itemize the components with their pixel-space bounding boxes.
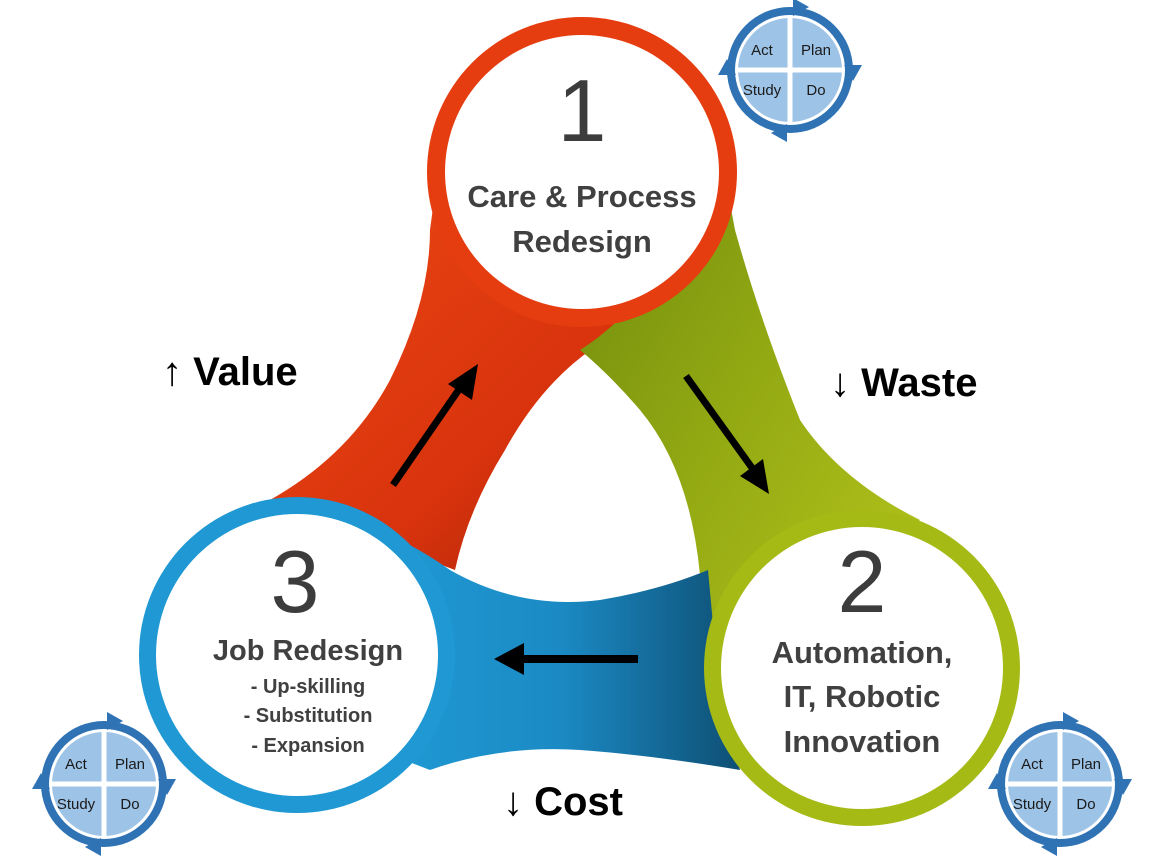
node-2-title-line-2: IT, Robotic bbox=[784, 679, 941, 714]
flow-arrow-cost bbox=[494, 643, 638, 675]
node-circle-3 bbox=[139, 497, 455, 813]
waste-label: ↓ Waste bbox=[830, 361, 977, 405]
node-2-title-line-3: Innovation bbox=[784, 724, 941, 759]
pdsa-label-study: Study bbox=[57, 796, 96, 813]
node-2-title-line-1: Automation, bbox=[772, 635, 953, 670]
node-2-number: 2 bbox=[838, 532, 887, 631]
cycle-arrow-icon bbox=[771, 124, 787, 142]
cycle-arrow-icon bbox=[158, 779, 176, 795]
cycle-arrow-icon bbox=[793, 0, 809, 16]
pdsa-label-plan: Plan bbox=[1071, 756, 1101, 773]
pdsa-label-do: Do bbox=[1076, 796, 1095, 813]
node-3-title: Job Redesign bbox=[213, 635, 403, 667]
cycle-arrow-icon bbox=[1114, 779, 1132, 795]
pdsa-label-act: Act bbox=[751, 42, 774, 59]
cycle-arrow-icon bbox=[107, 712, 123, 730]
node-circle-2 bbox=[704, 510, 1020, 826]
pdsa-label-study: Study bbox=[1013, 796, 1052, 813]
pdsa-label-study: Study bbox=[743, 82, 782, 99]
pdsa-label-do: Do bbox=[806, 82, 825, 99]
pdsa-label-act: Act bbox=[1021, 756, 1044, 773]
pdsa-label-do: Do bbox=[120, 796, 139, 813]
node-3-number: 3 bbox=[271, 532, 320, 631]
pdsa-label-plan: Plan bbox=[801, 42, 831, 59]
node-1-number: 1 bbox=[558, 61, 607, 160]
cycle-arrow-icon bbox=[85, 838, 101, 856]
cost-label: ↓ Cost bbox=[503, 780, 623, 824]
node-circle-1 bbox=[427, 17, 737, 327]
value-label: ↑ Value bbox=[162, 350, 298, 394]
flow-arrow-value bbox=[390, 364, 478, 487]
node-3-bullet-1: - Up-skilling bbox=[251, 676, 365, 698]
cycle-arrow-icon bbox=[844, 65, 862, 81]
cycle-arrow-icon bbox=[32, 773, 50, 789]
pdsa-label-act: Act bbox=[65, 756, 88, 773]
node-3-bullet-2: - Substitution bbox=[244, 705, 373, 727]
cycle-arrow-icon bbox=[718, 59, 736, 75]
node-1-title-line-2: Redesign bbox=[512, 224, 652, 259]
cycle-arrow-icon bbox=[1041, 838, 1057, 856]
pdsa-label-plan: Plan bbox=[115, 756, 145, 773]
cycle-arrow-icon bbox=[988, 773, 1006, 789]
node-3-bullet-3: - Expansion bbox=[251, 735, 364, 757]
cycle-arrow-icon bbox=[1063, 712, 1079, 730]
flow-arrow-waste bbox=[683, 373, 769, 494]
node-1-title-line-1: Care & Process bbox=[467, 179, 696, 214]
